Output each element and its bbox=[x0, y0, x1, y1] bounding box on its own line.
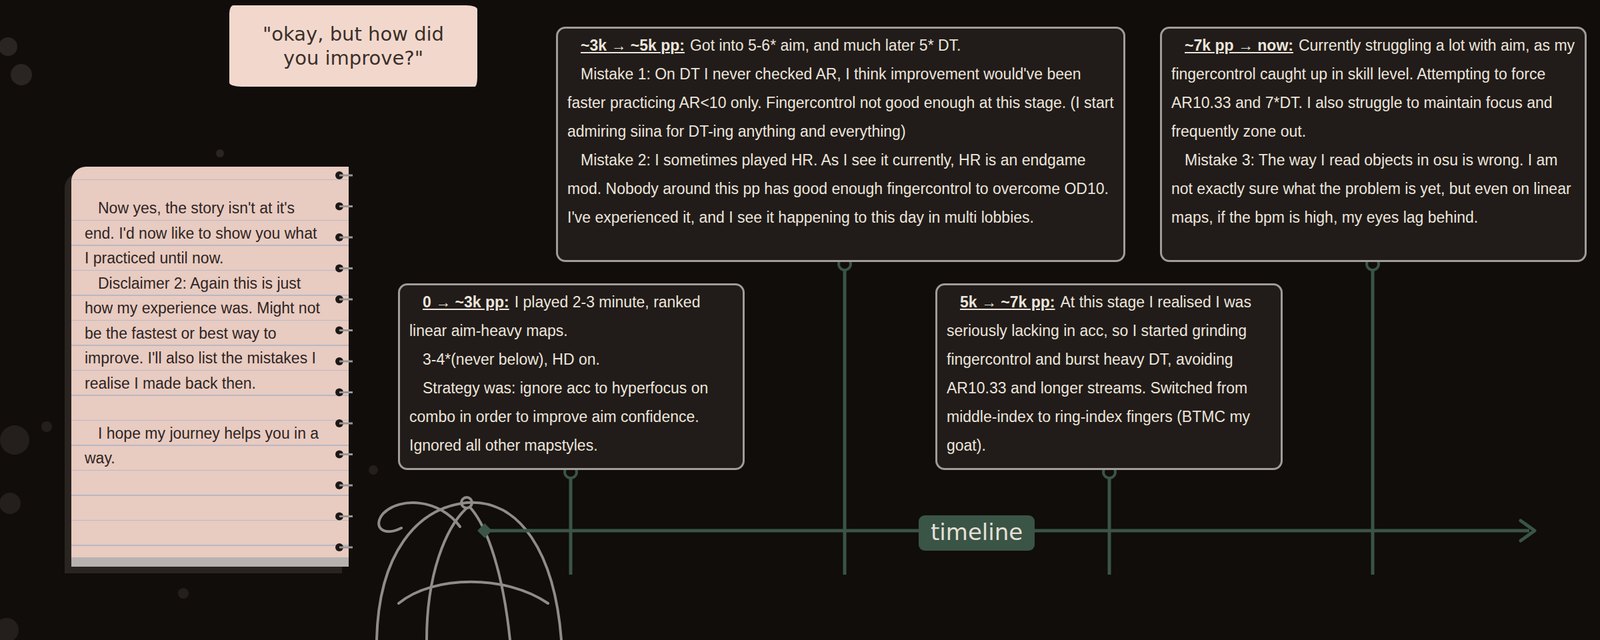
timeline-label: timeline bbox=[918, 515, 1035, 551]
card-heading: ~7k pp → now: bbox=[1184, 36, 1294, 54]
timeline-text: timeline bbox=[930, 518, 1023, 547]
note-text: "okay, but how did you improve?" bbox=[245, 22, 462, 71]
cap-outline bbox=[376, 502, 562, 640]
cap-seam bbox=[398, 582, 548, 604]
timeline-tick bbox=[1108, 470, 1112, 575]
timeline-tick bbox=[569, 470, 573, 575]
ink-blot bbox=[0, 37, 18, 56]
card-paragraph: ~7k pp → now:Currently struggling a lot … bbox=[1171, 31, 1576, 146]
card-heading: 5k → ~7k pp: bbox=[960, 293, 1056, 311]
timeline-start bbox=[477, 523, 492, 538]
card-body: Mistake 3: The way I read objects in osu… bbox=[1171, 146, 1576, 232]
ink-blot bbox=[178, 588, 189, 599]
card-paragraph: ~3k → ~5k pp: Got into 5-6* aim, and much… bbox=[567, 31, 1114, 60]
card-body: Mistake 2: I sometimes played HR. As I s… bbox=[567, 146, 1114, 232]
notepad: Now yes, the story isn't at it's end. I'… bbox=[71, 166, 349, 567]
card-paragraph: 0 → ~3k pp:I played 2-3 minute, ranked l… bbox=[409, 288, 734, 346]
card-heading: ~3k → ~5k pp: bbox=[580, 36, 685, 54]
timeline-tick bbox=[843, 262, 847, 575]
card-body: Strategy was: ignore acc to hyperfocus o… bbox=[409, 374, 734, 460]
cap-illustration bbox=[376, 497, 562, 640]
notepad-paragraph: I hope my journey helps you in a way. bbox=[84, 421, 321, 472]
timeline-card: ~3k → ~5k pp: Got into 5-6* aim, and much… bbox=[556, 26, 1126, 262]
cap-button bbox=[461, 497, 472, 508]
ink-blot bbox=[0, 492, 21, 514]
card-heading: 0 → ~3k pp: bbox=[422, 293, 510, 311]
card-paragraph: 5k → ~7k pp:At this stage I realised I w… bbox=[946, 288, 1272, 460]
card-body: Mistake 1: On DT I never checked AR, I t… bbox=[567, 60, 1114, 146]
card-body: At this stage I realised I was seriously… bbox=[946, 293, 1252, 454]
ink-blot bbox=[368, 465, 378, 475]
timeline-card: 0 → ~3k pp:I played 2-3 minute, ranked l… bbox=[398, 283, 745, 470]
ink-blot bbox=[41, 421, 52, 432]
card-body: Got into 5-6* aim, and much later 5* DT. bbox=[690, 36, 962, 54]
cap-seam bbox=[470, 508, 510, 640]
timeline-tick bbox=[1371, 262, 1375, 575]
title-note: "okay, but how did you improve?" bbox=[229, 5, 478, 87]
card-body: 3-4*(never below), HD on. bbox=[409, 345, 734, 374]
cap-strap bbox=[378, 502, 460, 532]
ink-blot bbox=[216, 149, 224, 158]
ink-blot bbox=[0, 618, 19, 640]
notepad-paragraph: Now yes, the story isn't at it's end. I'… bbox=[84, 196, 321, 272]
timeline-card: ~7k pp → now:Currently struggling a lot … bbox=[1160, 26, 1587, 262]
ink-blot bbox=[10, 64, 32, 86]
ink-blot bbox=[0, 425, 30, 455]
timeline-card: 5k → ~7k pp:At this stage I realised I w… bbox=[935, 283, 1283, 470]
timeline-arrowhead bbox=[1520, 520, 1535, 541]
notepad-paragraph: Disclaimer 2: Again this is just how my … bbox=[84, 271, 321, 397]
